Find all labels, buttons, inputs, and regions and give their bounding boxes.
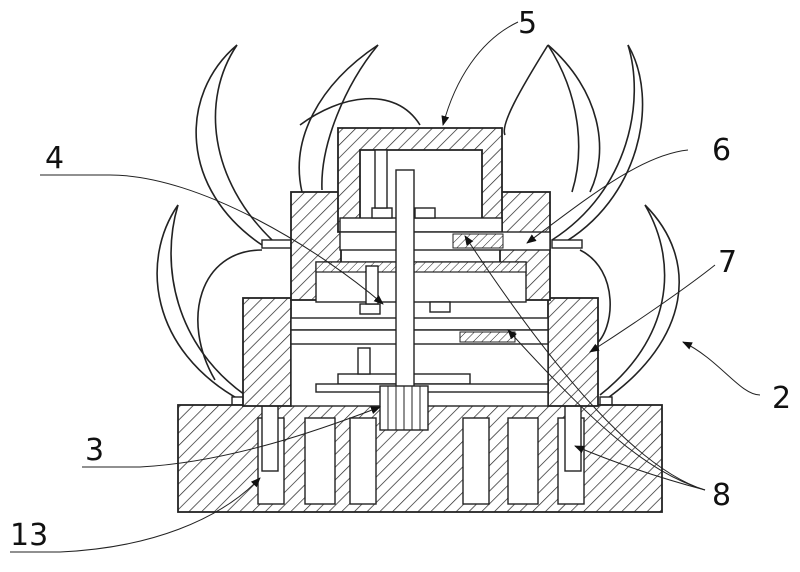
label-2: 2: [772, 381, 791, 416]
label-13: 13: [10, 518, 48, 553]
label-7: 7: [718, 245, 737, 280]
label-8: 8: [712, 478, 731, 513]
label-5: 5: [518, 6, 537, 41]
label-4: 4: [45, 141, 64, 176]
label-3: 3: [85, 433, 104, 468]
label-6: 6: [712, 133, 731, 168]
